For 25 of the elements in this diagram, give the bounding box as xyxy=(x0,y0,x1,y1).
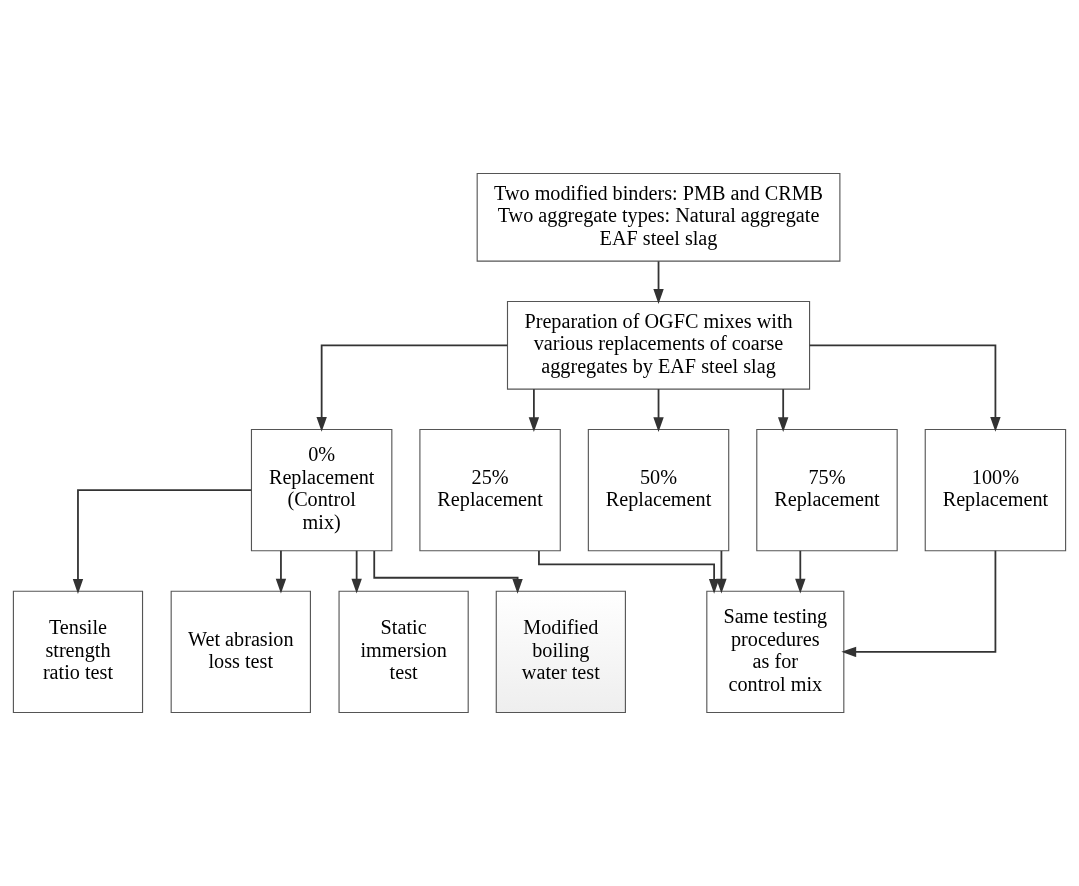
node-box: 0% Replacement (Control mix) xyxy=(250,428,393,552)
node-box: 25% Replacement xyxy=(419,428,561,552)
arrow xyxy=(351,549,362,594)
arrow xyxy=(316,344,509,432)
arrow xyxy=(373,550,523,594)
arrow xyxy=(72,489,253,594)
arrow xyxy=(808,344,1001,432)
arrow xyxy=(778,388,789,433)
node-box: 50% Replacement xyxy=(587,428,730,552)
arrow xyxy=(275,549,287,594)
node-box: 75% Replacement xyxy=(756,428,898,552)
node-box: Tensile strength ratio test xyxy=(12,590,144,714)
node-box: 100% Replacement xyxy=(924,428,1067,552)
node-box: Two modified binders: PMB and CRMB Two aggregate types: Natural aggregate EAF steel slag xyxy=(476,172,841,262)
node-box: Same testing procedures as for control mix xyxy=(706,590,845,714)
arrow xyxy=(653,260,664,304)
arrow xyxy=(653,388,664,433)
node-box: Modified boiling water test xyxy=(495,590,626,714)
node-box: Preparation of OGFC mixes with various replacements of coarse aggregates by EAF steel slag xyxy=(506,300,811,390)
node-box: Wet abrasion loss test xyxy=(170,590,311,714)
arrow xyxy=(528,388,540,433)
node-box: Static immersion test xyxy=(338,590,469,714)
arrow xyxy=(716,549,727,594)
arrow xyxy=(795,549,806,594)
arrow xyxy=(841,549,997,658)
